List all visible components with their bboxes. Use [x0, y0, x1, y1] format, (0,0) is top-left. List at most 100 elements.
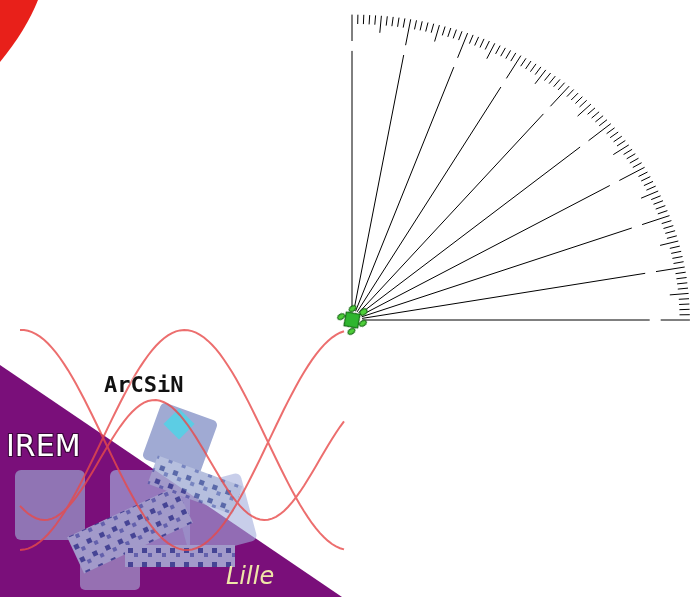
protractor-stroke	[448, 28, 451, 37]
protractor-stroke	[535, 67, 541, 75]
protractor-stroke	[607, 128, 615, 134]
protractor-stroke	[676, 278, 686, 279]
protractor-stroke	[453, 30, 456, 39]
protractor-stroke	[664, 226, 674, 229]
protractor-stroke	[459, 31, 462, 40]
protractor-stroke	[357, 87, 501, 312]
protractor-stroke	[639, 172, 648, 177]
protractor-stroke	[487, 43, 495, 58]
protractor-stroke	[588, 108, 595, 114]
logo-label: ArCSiN	[104, 372, 183, 397]
protractor-stroke	[578, 104, 591, 116]
protractor-stroke	[676, 272, 686, 274]
protractor-stroke	[356, 67, 454, 311]
protractor-stroke	[485, 41, 489, 50]
protractor-stroke	[662, 221, 672, 224]
protractor-stroke	[558, 83, 565, 90]
protractor-stroke	[627, 154, 636, 159]
protractor-stroke	[679, 298, 689, 300]
protractor-stroke	[630, 158, 639, 163]
protractor-stroke	[589, 124, 611, 141]
protractor-stroke	[654, 201, 664, 205]
protractor-stroke	[592, 112, 600, 118]
protractor-stroke	[362, 320, 649, 321]
protractor-stroke	[575, 97, 582, 104]
protractor-stroke	[554, 79, 560, 86]
protractor-stroke	[360, 147, 580, 314]
protractor-stroke	[670, 246, 680, 248]
protractor-stroke	[678, 288, 688, 289]
protractor-stroke	[549, 76, 555, 84]
protractor-stroke	[521, 58, 526, 66]
protractor-stroke	[480, 39, 484, 48]
protractor-stroke	[660, 241, 678, 245]
protractor-stroke	[380, 16, 382, 33]
turtle	[336, 300, 373, 335]
protractor-stroke	[624, 149, 633, 154]
protractor-stroke	[680, 314, 690, 315]
protractor-stroke	[406, 19, 411, 45]
protractor-stroke	[469, 35, 473, 44]
protractor-stroke	[506, 50, 511, 58]
protractor-stroke	[641, 191, 658, 198]
protractor-stroke	[667, 236, 677, 239]
protractor	[352, 15, 690, 320]
protractor-stroke	[458, 33, 468, 58]
protractor-stroke	[651, 196, 660, 200]
protractor-stroke	[403, 18, 405, 27]
protractor-stroke	[431, 24, 434, 33]
logo-label: IREM	[6, 428, 81, 463]
protractor-stroke	[614, 136, 622, 142]
protractor-stroke	[550, 86, 569, 106]
protractor-stroke	[415, 20, 417, 29]
protractor-stroke	[633, 163, 642, 168]
protractor-stroke	[644, 181, 653, 185]
protractor-stroke	[374, 15, 376, 24]
protractor-stroke	[671, 251, 681, 253]
protractor-stroke	[595, 116, 603, 122]
protractor-stroke	[672, 257, 682, 259]
protractor-stroke	[354, 55, 404, 311]
corner-shape	[0, 0, 38, 62]
protractor-stroke	[656, 267, 685, 272]
protractor-stroke	[674, 262, 684, 264]
protractor-stroke	[617, 141, 625, 147]
protractor-stroke	[679, 309, 689, 310]
protractor-stroke	[679, 304, 689, 306]
protractor-stroke	[610, 132, 618, 138]
protractor-stroke	[642, 216, 669, 225]
protractor-stroke	[646, 186, 655, 190]
protractor-stroke	[677, 283, 687, 284]
protractor-stroke	[506, 56, 521, 79]
protractor-stroke	[571, 93, 578, 100]
protractor-stroke	[580, 100, 587, 107]
protractor-stroke	[435, 25, 440, 41]
protractor-stroke	[496, 46, 501, 54]
protractor-stroke	[656, 206, 666, 210]
protractor-stroke	[426, 23, 428, 32]
protractor-stroke	[670, 293, 689, 295]
protractor-stroke	[475, 37, 479, 46]
protractor-stroke	[442, 27, 445, 36]
protractor-stroke	[665, 231, 675, 234]
protractor-stroke	[369, 15, 371, 24]
protractor-stroke	[619, 167, 644, 180]
protractor-stroke	[599, 120, 607, 126]
protractor-stroke	[530, 64, 536, 72]
protractor-stroke	[658, 211, 668, 214]
protractor-stroke	[641, 177, 650, 181]
protractor-stroke	[398, 18, 399, 27]
protractor-stroke	[420, 21, 422, 30]
protractor-stroke	[526, 61, 531, 69]
protractor-stroke	[511, 53, 516, 61]
protractor-stroke	[386, 16, 387, 25]
logo-triangle	[0, 365, 342, 597]
logo-label: Lille	[226, 562, 274, 590]
protractor-stroke	[545, 73, 551, 81]
protractor-stroke	[352, 51, 353, 311]
protractor-stroke	[392, 17, 393, 26]
protractor-stroke	[363, 15, 364, 24]
protractor-stroke	[567, 90, 574, 97]
